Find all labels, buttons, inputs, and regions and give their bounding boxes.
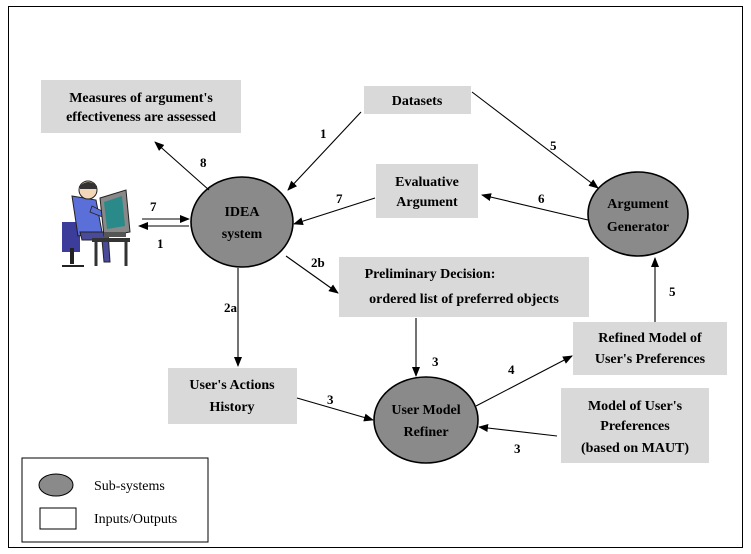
arrow-refiner-to-refined xyxy=(475,355,573,407)
label-refined-to-generator: 5 xyxy=(669,284,676,299)
box-evaluative-argument: Evaluative Argument xyxy=(376,164,478,218)
arrow-evaluative-to-idea xyxy=(293,197,376,226)
arrow-history-to-refiner xyxy=(296,397,374,422)
node-idea-system: IDEA system xyxy=(190,176,294,268)
legend-subsystem-swatch xyxy=(38,473,74,497)
arrow-idea-to-measures xyxy=(154,141,210,191)
arrow-maut-to-refiner xyxy=(478,424,558,437)
node-argument-generator: Argument Generator xyxy=(587,171,689,257)
box-evaluative-line-2: Argument xyxy=(396,195,458,210)
box-measures-line-2: effectiveness are assessed xyxy=(66,110,216,125)
arrow-datasets-to-idea xyxy=(287,111,362,191)
node-idea-line-2: system xyxy=(222,227,263,242)
label-preliminary-to-refiner: 3 xyxy=(432,354,439,369)
box-preliminary-decision: Preliminary Decision: ordered list of pr… xyxy=(339,257,589,317)
node-idea-line-1: IDEA xyxy=(224,205,260,220)
box-datasets: Datasets xyxy=(364,86,471,114)
node-refiner-line-2: Refiner xyxy=(403,425,448,440)
legend-io-swatch xyxy=(39,507,77,530)
box-datasets-line-1: Datasets xyxy=(392,94,443,109)
arrow-datasets-to-generator xyxy=(471,91,599,189)
arrow-idea-to-preliminary xyxy=(285,255,339,294)
node-user-model-refiner: User Model Refiner xyxy=(373,376,479,464)
legend-inputs-outputs-label: Inputs/Outputs xyxy=(94,512,177,527)
user-at-computer-icon xyxy=(62,180,131,267)
label-refiner-to-refined: 4 xyxy=(508,362,515,377)
box-maut-line-1: Model of User's xyxy=(588,399,683,414)
box-refined-model: Refined Model of User's Preferences xyxy=(573,322,727,375)
label-datasets-to-generator: 5 xyxy=(550,138,557,153)
box-preliminary-line-2: ordered list of preferred objects xyxy=(369,292,559,307)
box-measures-line-1: Measures of argument's xyxy=(69,91,213,106)
box-maut-line-3: (based on MAUT) xyxy=(581,441,689,456)
box-history-line-1: User's Actions xyxy=(189,378,275,393)
node-refiner-line-1: User Model xyxy=(391,403,460,418)
label-user-to-idea: 7 xyxy=(150,199,157,214)
box-preliminary-line-1: Preliminary Decision: xyxy=(365,267,496,282)
box-maut-line-2: Preferences xyxy=(600,419,670,434)
arrow-generator-to-evaluative xyxy=(481,193,589,221)
arrow-labels: 1 5 8 7 6 2b 2a 3 3 4 5 3 7 1 xyxy=(150,126,676,456)
node-generator-line-2: Generator xyxy=(607,220,669,235)
label-evaluative-to-idea: 7 xyxy=(336,191,343,206)
label-history-to-refiner: 3 xyxy=(327,392,334,407)
box-refined-line-1: Refined Model of xyxy=(598,331,702,346)
label-idea-to-preliminary: 2b xyxy=(311,255,325,270)
legend-subsystems-label: Sub-systems xyxy=(94,479,165,494)
box-evaluative-line-1: Evaluative xyxy=(395,175,459,190)
legend: Sub-systems Inputs/Outputs xyxy=(21,457,209,543)
label-datasets-to-idea: 1 xyxy=(320,126,327,141)
label-idea-to-user: 1 xyxy=(157,236,164,251)
box-users-actions-history: User's Actions History xyxy=(168,368,297,424)
box-measures: Measures of argument's effectiveness are… xyxy=(41,80,241,133)
node-generator-line-1: Argument xyxy=(607,197,669,212)
box-model-of-preferences: Model of User's Preferences (based on MA… xyxy=(561,388,709,463)
label-idea-to-history: 2a xyxy=(224,300,238,315)
arrows xyxy=(138,91,659,437)
box-refined-line-2: User's Preferences xyxy=(595,352,706,367)
label-idea-to-measures: 8 xyxy=(200,155,207,170)
label-maut-to-refiner: 3 xyxy=(514,441,521,456)
box-history-line-2: History xyxy=(209,400,254,415)
label-generator-to-evaluative: 6 xyxy=(538,191,545,206)
